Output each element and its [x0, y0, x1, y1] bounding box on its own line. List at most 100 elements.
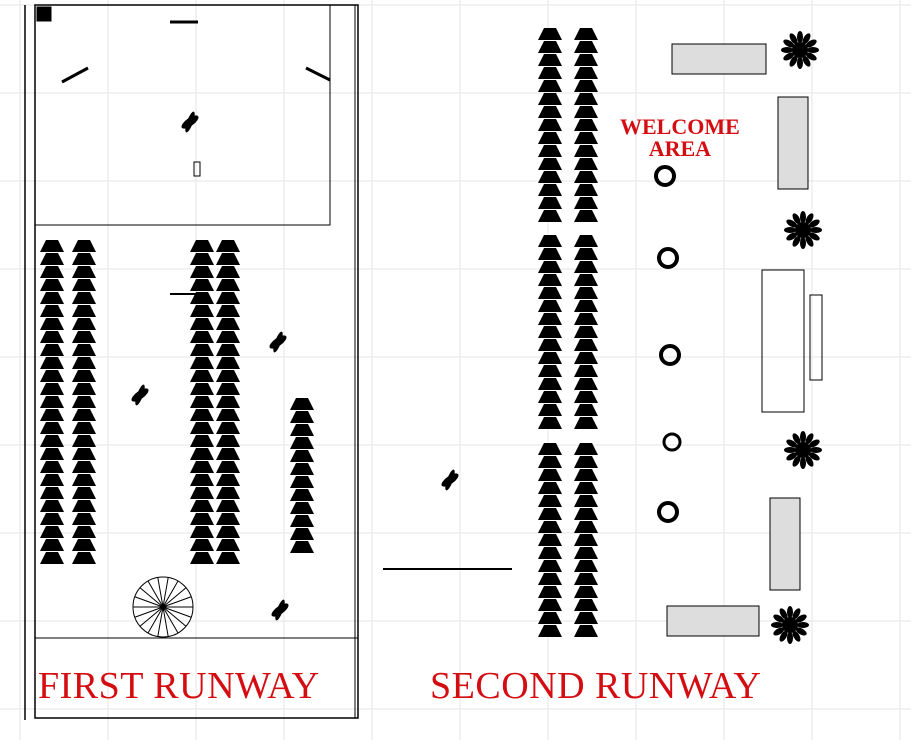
first-runway-room: [24, 4, 359, 720]
chair: [72, 279, 96, 291]
chair: [40, 435, 64, 447]
plant-leaf: [792, 608, 801, 620]
stair-step: [134, 596, 164, 608]
chair: [538, 547, 562, 559]
chair: [538, 326, 562, 338]
plant-leaf: [805, 52, 817, 61]
chair: [72, 513, 96, 525]
chair: [190, 422, 214, 434]
chair: [538, 469, 562, 481]
welcome-label-line1: WELCOME: [620, 114, 740, 139]
chair: [216, 539, 240, 551]
chair: [216, 409, 240, 421]
plant-leaf: [771, 622, 783, 628]
chair: [216, 396, 240, 408]
chair: [574, 495, 598, 507]
chair: [538, 482, 562, 494]
chair: [72, 357, 96, 369]
chair: [574, 158, 598, 170]
chair: [538, 119, 562, 131]
plant-leaf: [786, 219, 798, 228]
chair: [72, 396, 96, 408]
chair: [538, 443, 562, 455]
chair: [40, 500, 64, 512]
chair: [574, 80, 598, 92]
chair: [72, 422, 96, 434]
chair: [40, 370, 64, 382]
chair: [72, 487, 96, 499]
chair: [216, 422, 240, 434]
chair: [216, 331, 240, 343]
chair: [216, 513, 240, 525]
plant-leaf: [779, 630, 788, 642]
round-chair: [657, 247, 679, 269]
chair: [40, 331, 64, 343]
plant-leaf: [773, 627, 785, 636]
chair: [290, 528, 314, 540]
chair: [574, 210, 598, 222]
chair: [190, 435, 214, 447]
chair: [216, 240, 240, 252]
plant: [782, 617, 798, 633]
chair: [190, 461, 214, 473]
chair: [216, 370, 240, 382]
chair: [72, 474, 96, 486]
plant-leaf: [810, 227, 822, 233]
chair: [538, 417, 562, 429]
chair: [538, 210, 562, 222]
chair: [574, 404, 598, 416]
chair: [538, 313, 562, 325]
second-runway-label: SECOND RUNWAY: [430, 665, 762, 707]
stair-step: [147, 580, 164, 608]
chair: [216, 383, 240, 395]
chair: [538, 248, 562, 260]
chair: [190, 266, 214, 278]
chair: [574, 339, 598, 351]
model-figure: [445, 469, 455, 491]
plant-leaf: [805, 455, 814, 467]
chair: [190, 357, 214, 369]
chair: [40, 396, 64, 408]
plant-leaf: [800, 457, 806, 469]
chair: [72, 552, 96, 564]
chair: [216, 500, 240, 512]
plant-leaf: [779, 608, 788, 620]
chair: [574, 365, 598, 377]
chair: [574, 93, 598, 105]
chair: [190, 552, 214, 564]
plant-leaf: [792, 235, 801, 247]
chair: [538, 274, 562, 286]
plant-leaf: [783, 39, 795, 48]
chair: [190, 240, 214, 252]
chair: [190, 305, 214, 317]
chair: [72, 266, 96, 278]
chair: [190, 526, 214, 538]
welcome-label-line2: AREA: [648, 136, 712, 161]
chair: [40, 448, 64, 460]
chair: [72, 500, 96, 512]
chair: [574, 534, 598, 546]
plant-leaf: [781, 47, 793, 53]
chair: [574, 326, 598, 338]
chair: [538, 625, 562, 637]
chair: [574, 171, 598, 183]
chair: [72, 539, 96, 551]
plant-leaf: [797, 622, 809, 628]
chair: [216, 474, 240, 486]
chair: [290, 515, 314, 527]
plant-leaf: [808, 219, 820, 228]
chair: [290, 424, 314, 436]
plant-leaf: [805, 39, 817, 48]
chair: [40, 266, 64, 278]
chair: [40, 305, 64, 317]
chair: [538, 145, 562, 157]
model-figure: [275, 599, 285, 621]
chair: [72, 526, 96, 538]
plant-leaf: [792, 630, 801, 642]
welcome-area-label: WELCOME AREA: [620, 116, 740, 160]
plant-leaf: [795, 627, 807, 636]
chair: [574, 625, 598, 637]
chair: [574, 417, 598, 429]
chair: [574, 274, 598, 286]
